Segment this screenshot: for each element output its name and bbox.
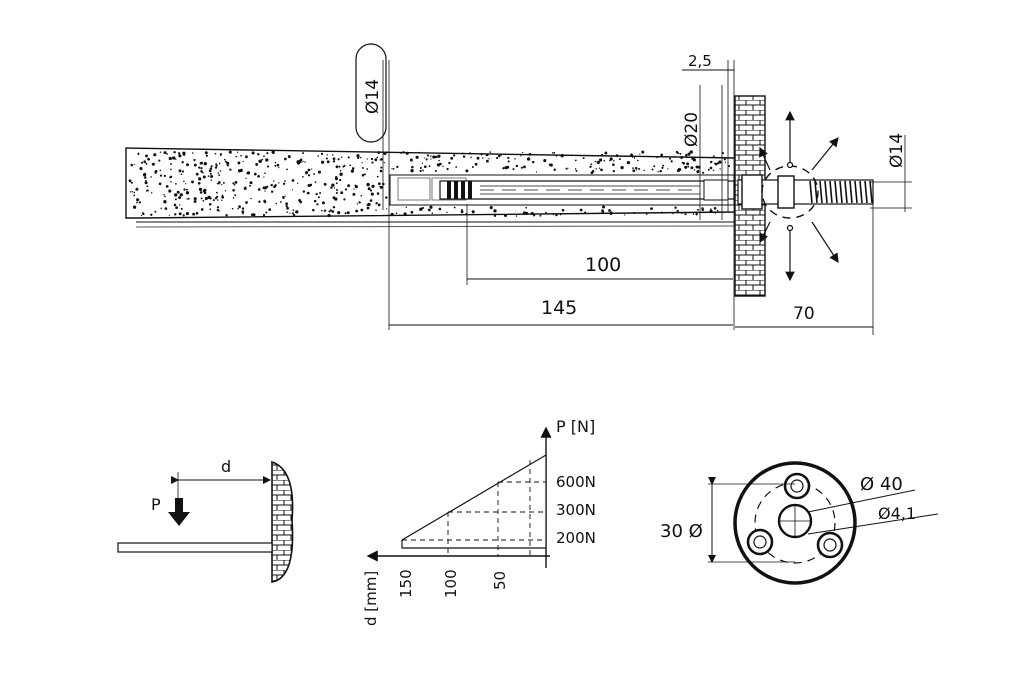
dimension-total-depth: 145 (389, 297, 733, 326)
bolt-hole-top (783, 472, 811, 500)
anchor-section-view: Ø14 Ø20 2,5 Ø14 100 (125, 43, 912, 335)
distance-tick-150: 150 (397, 569, 415, 598)
projection-label: 70 (793, 304, 815, 324)
bolt-circle-label: 30 Ø (660, 521, 703, 542)
flange-plate: Ø 40 Ø4,1 30 Ø (660, 461, 939, 585)
load-level-600: 600N (556, 473, 596, 491)
thread-diameter-label: Ø14 (887, 133, 907, 168)
distance-tick-100: 100 (442, 569, 460, 598)
distance-tick-50: 50 (491, 571, 509, 590)
hole-diameter-label: Ø4,1 (878, 504, 916, 523)
capacity-chart: P [N] d [mm] 600N 300N 200N 150 100 50 (362, 417, 596, 626)
distance-label: d (221, 457, 231, 476)
load-label: P (151, 495, 161, 514)
p-axis-label: P [N] (556, 417, 595, 436)
anchor-rod (439, 179, 735, 201)
load-diagram: P d (117, 457, 294, 583)
dimension-plate-thickness: 2,5 (682, 52, 735, 330)
dimension-thread-diameter: Ø14 (870, 133, 912, 212)
expansion-ribs (447, 181, 472, 199)
bolt-hole-left (746, 528, 774, 556)
load-arrow-icon (168, 498, 190, 526)
center-hole (777, 503, 813, 539)
total-depth-label: 145 (541, 297, 577, 319)
threaded-projection (737, 165, 874, 219)
anchor-depth-label: 100 (585, 254, 621, 276)
bore-diameter-label: Ø14 (363, 79, 383, 114)
washer-diameter-label: Ø20 (682, 112, 702, 147)
load-direction-arrows (759, 110, 839, 282)
d-axis-label: d [mm] (362, 571, 380, 626)
load-level-200: 200N (556, 529, 596, 547)
bolt-hole-right (816, 531, 844, 559)
plate-thickness-label: 2,5 (688, 52, 712, 70)
load-level-300: 300N (556, 501, 596, 519)
dimension-washer-diameter: Ø20 (682, 85, 723, 220)
outer-diameter-label: Ø 40 (860, 474, 903, 495)
dimension-bore-diameter: Ø14 (355, 43, 390, 330)
thread-pattern (809, 180, 873, 204)
dimension-anchor-depth: 100 (466, 204, 733, 285)
concrete-aggregate-texture (128, 150, 731, 218)
dimension-projection: 70 (735, 195, 874, 335)
